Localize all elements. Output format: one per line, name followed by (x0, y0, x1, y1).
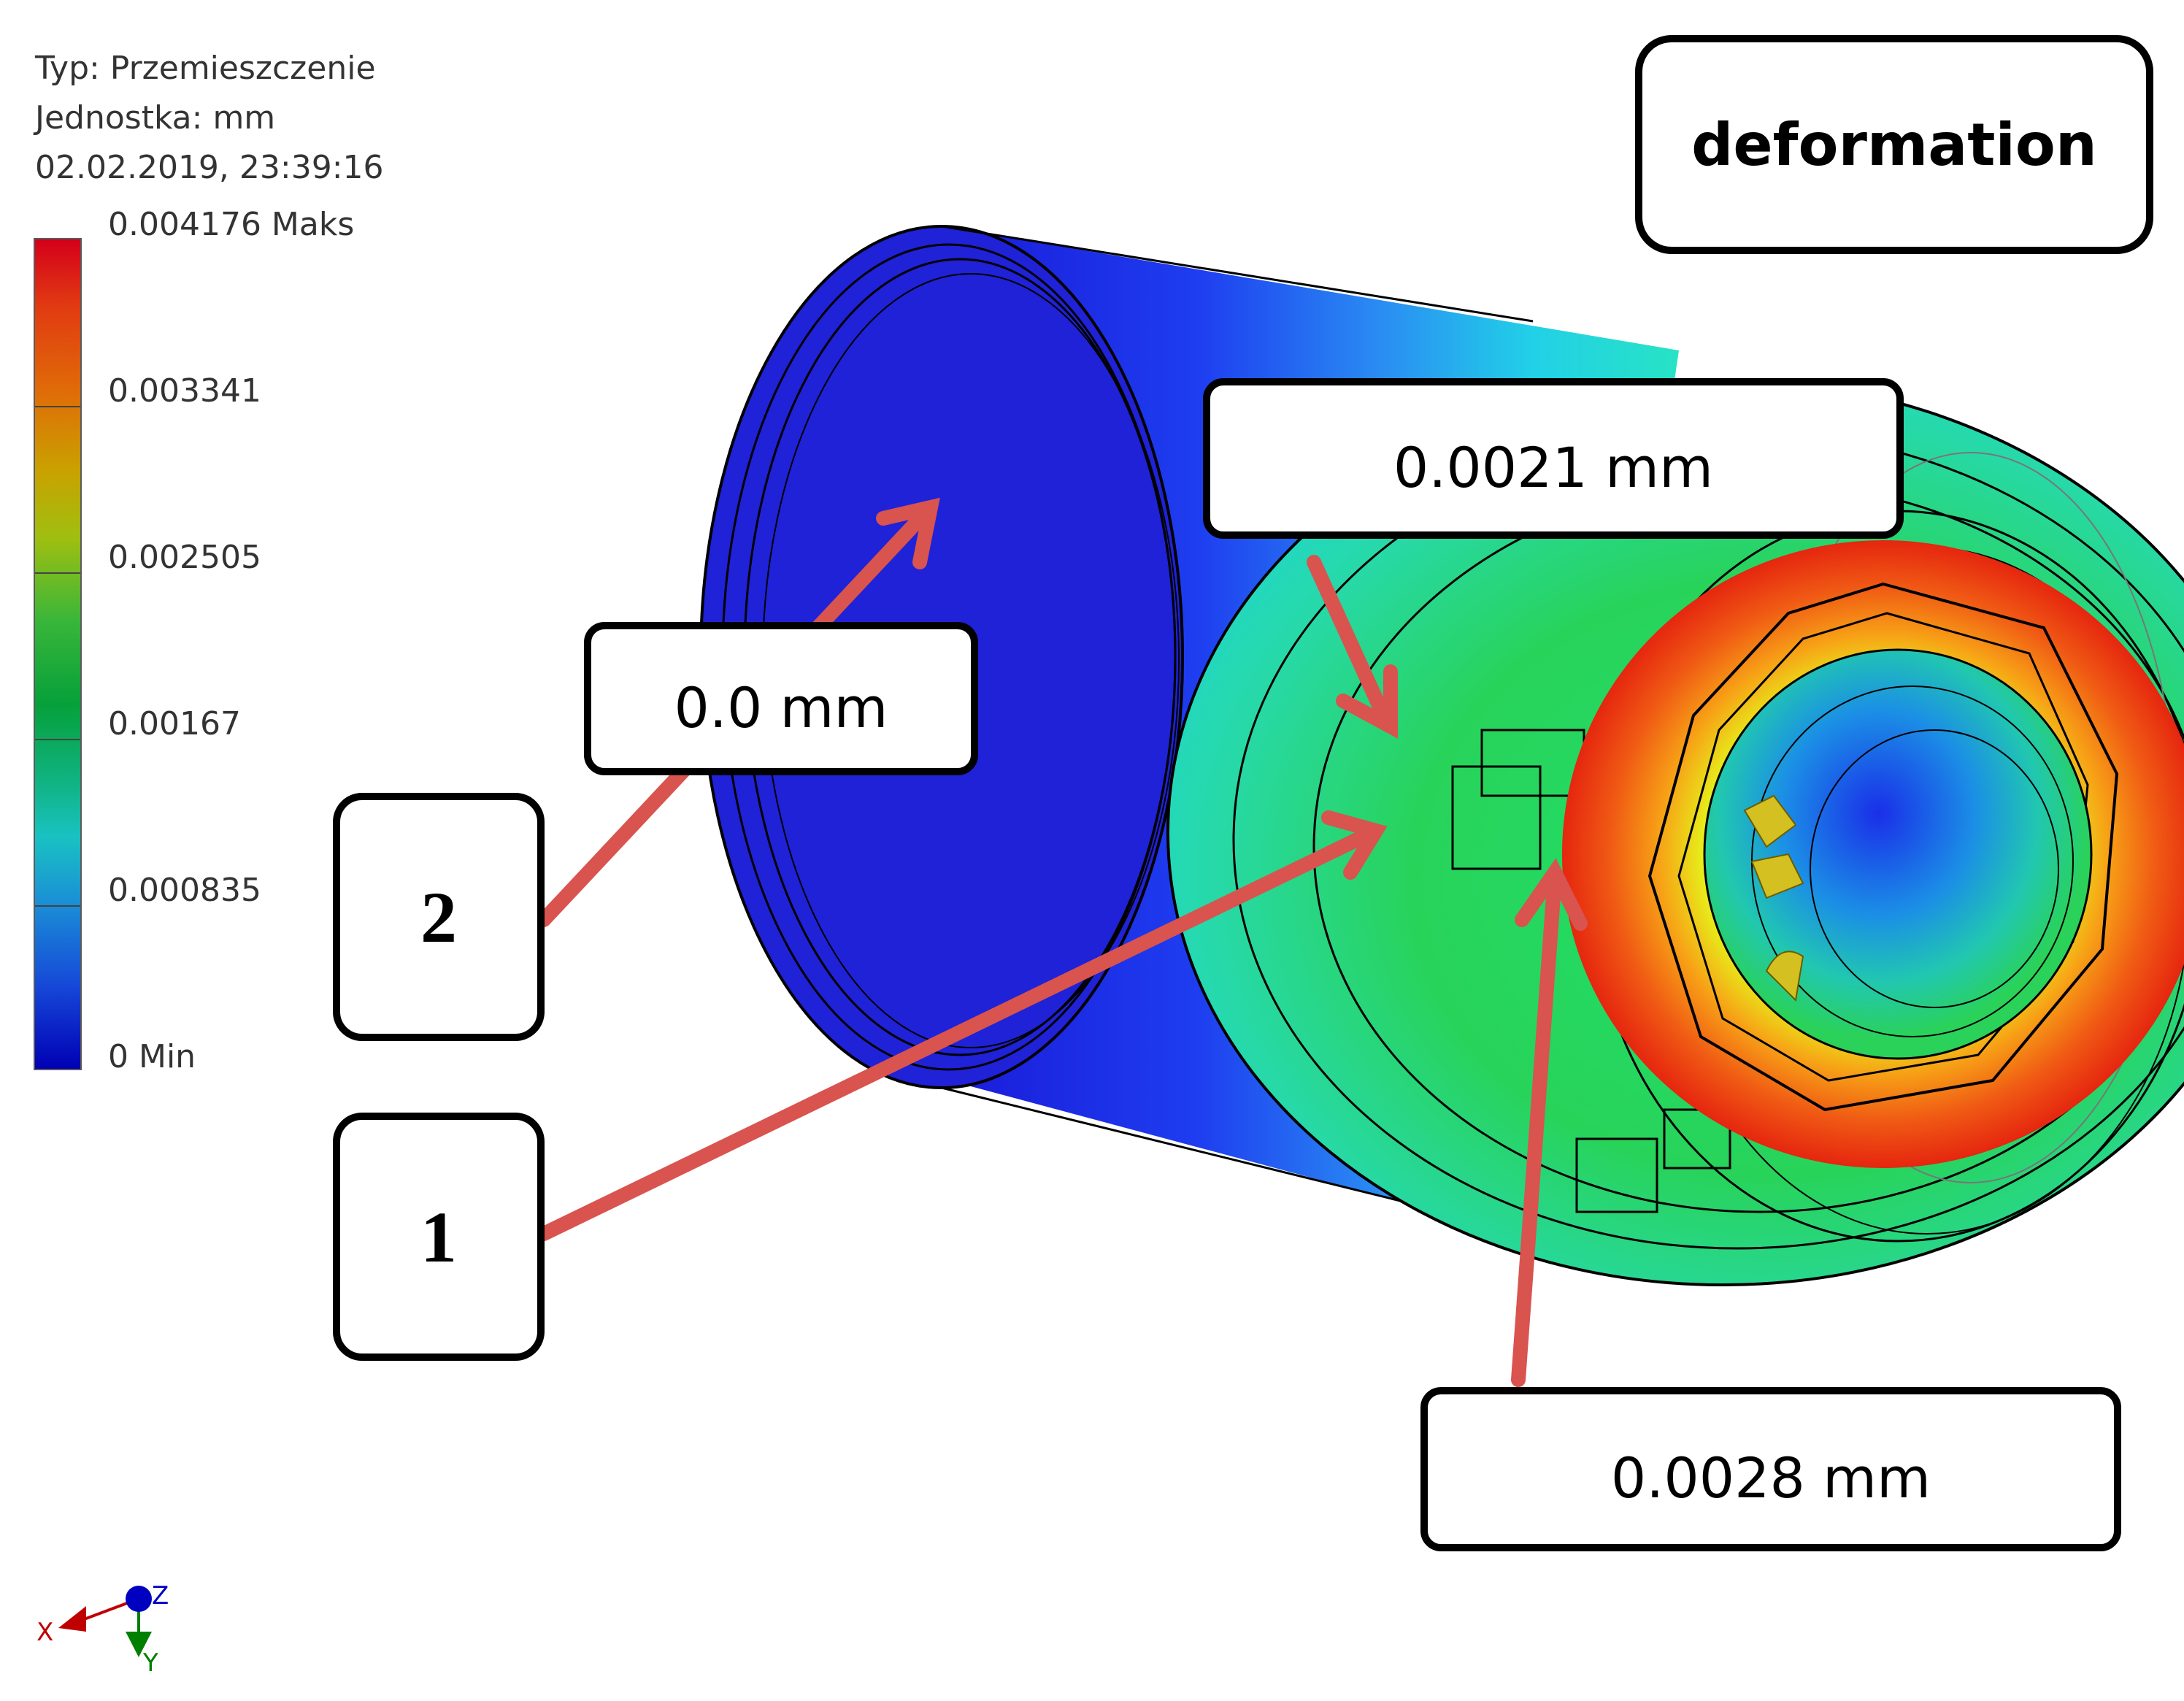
marker-2-label: 2 (420, 876, 457, 958)
title-label: deformation (1691, 110, 2097, 179)
axis-x-label: X (36, 1618, 54, 1647)
axis-z-label: Z (152, 1581, 169, 1610)
marker-1: 1 (333, 1113, 545, 1361)
marker-2: 2 (333, 793, 545, 1041)
callout-0021: 0.0021 mm (1203, 378, 1904, 539)
axis-triad (58, 1586, 152, 1657)
callout-00-label: 0.0 mm (674, 675, 888, 740)
scale-tick-label: 0.002505 (108, 539, 261, 576)
colorbar-tick (35, 572, 80, 574)
y-axis-arrow-icon (126, 1632, 152, 1657)
colorbar-tick (35, 739, 80, 740)
callout-0028: 0.0028 mm (1420, 1387, 2121, 1551)
legend-timestamp: 02.02.2019, 23:39:16 (35, 149, 384, 186)
arrow-1-to-face (537, 825, 1380, 1241)
scale-tick-min: 0 Min (108, 1038, 196, 1075)
callout-0021-label: 0.0021 mm (1393, 434, 1714, 500)
arrow-0028-to-ring (1511, 869, 1562, 1387)
legend-type: Typ: Przemieszczenie (35, 50, 376, 87)
x-axis-arrow-icon (58, 1606, 86, 1632)
marker-1-label: 1 (420, 1196, 457, 1278)
z-axis-dot-icon (126, 1586, 152, 1612)
scale-tick-label: 0.00167 (108, 705, 241, 742)
color-scale-bar (34, 238, 82, 1070)
scale-tick-label: 0.003341 (108, 372, 261, 410)
axis-y-label: Y (143, 1648, 158, 1678)
deformation-ring (1562, 540, 2184, 1168)
arrow-0021-to-edge (1307, 555, 1394, 730)
scale-tick-max: 0.004176 Maks (108, 206, 355, 243)
legend-unit: Jednostka: mm (35, 99, 276, 137)
title-box: deformation (1635, 35, 2153, 254)
callout-0028-label: 0.0028 mm (1610, 1445, 1931, 1510)
colorbar-tick (35, 406, 80, 407)
scale-tick-label: 0.000835 (108, 872, 261, 909)
colorbar-tick (35, 905, 80, 907)
callout-00: 0.0 mm (584, 622, 978, 775)
